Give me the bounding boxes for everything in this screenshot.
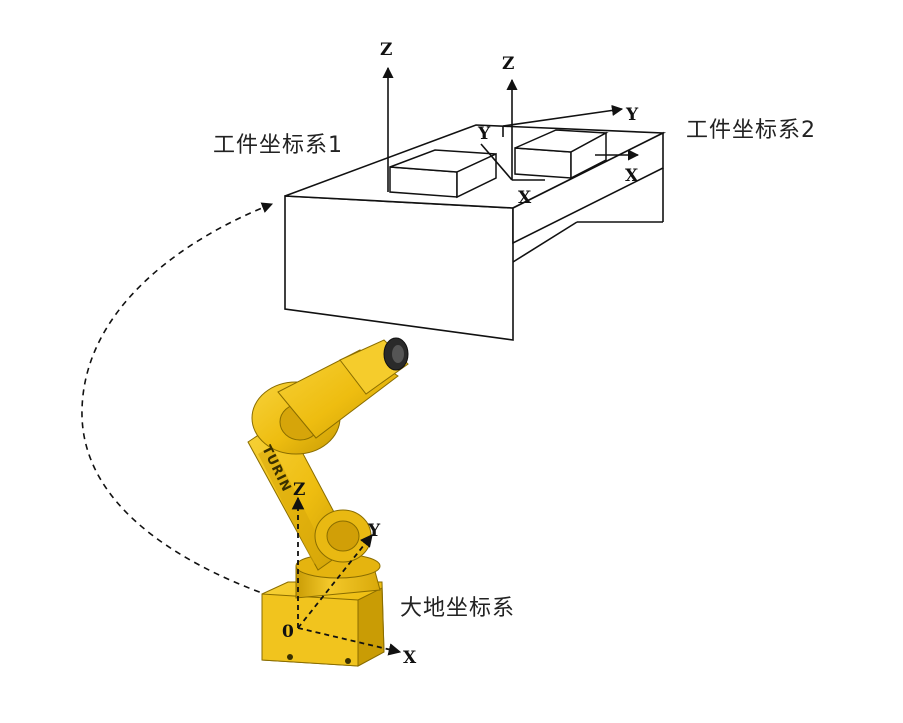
frame-2-title: 工件坐标系2 (686, 118, 816, 143)
frame-2-y-label: Y (625, 105, 639, 125)
transform-arc (81, 202, 274, 597)
frame-2-z-label: Z (502, 54, 514, 74)
world-origin-label: 0 (282, 622, 294, 642)
frame-2-axes (480, 78, 640, 181)
workpiece-block-2 (514, 129, 609, 180)
frame-1-y-label: Y (477, 124, 491, 144)
world-x-label: X (403, 648, 417, 668)
frame-2-x-label: X (625, 166, 639, 186)
workpiece-block-1 (389, 149, 497, 199)
frame-1-x-label: X (518, 188, 532, 208)
world-frame-title: 大地坐标系 (400, 596, 516, 621)
frame-1-z-label: Z (380, 40, 392, 60)
robot-arm: TURIN (247, 337, 409, 667)
world-frame-axes (291, 496, 402, 656)
world-z-label: Z (293, 480, 305, 500)
frame-1-title: 工件坐标系1 (213, 133, 343, 158)
world-y-label: Y (367, 521, 381, 541)
